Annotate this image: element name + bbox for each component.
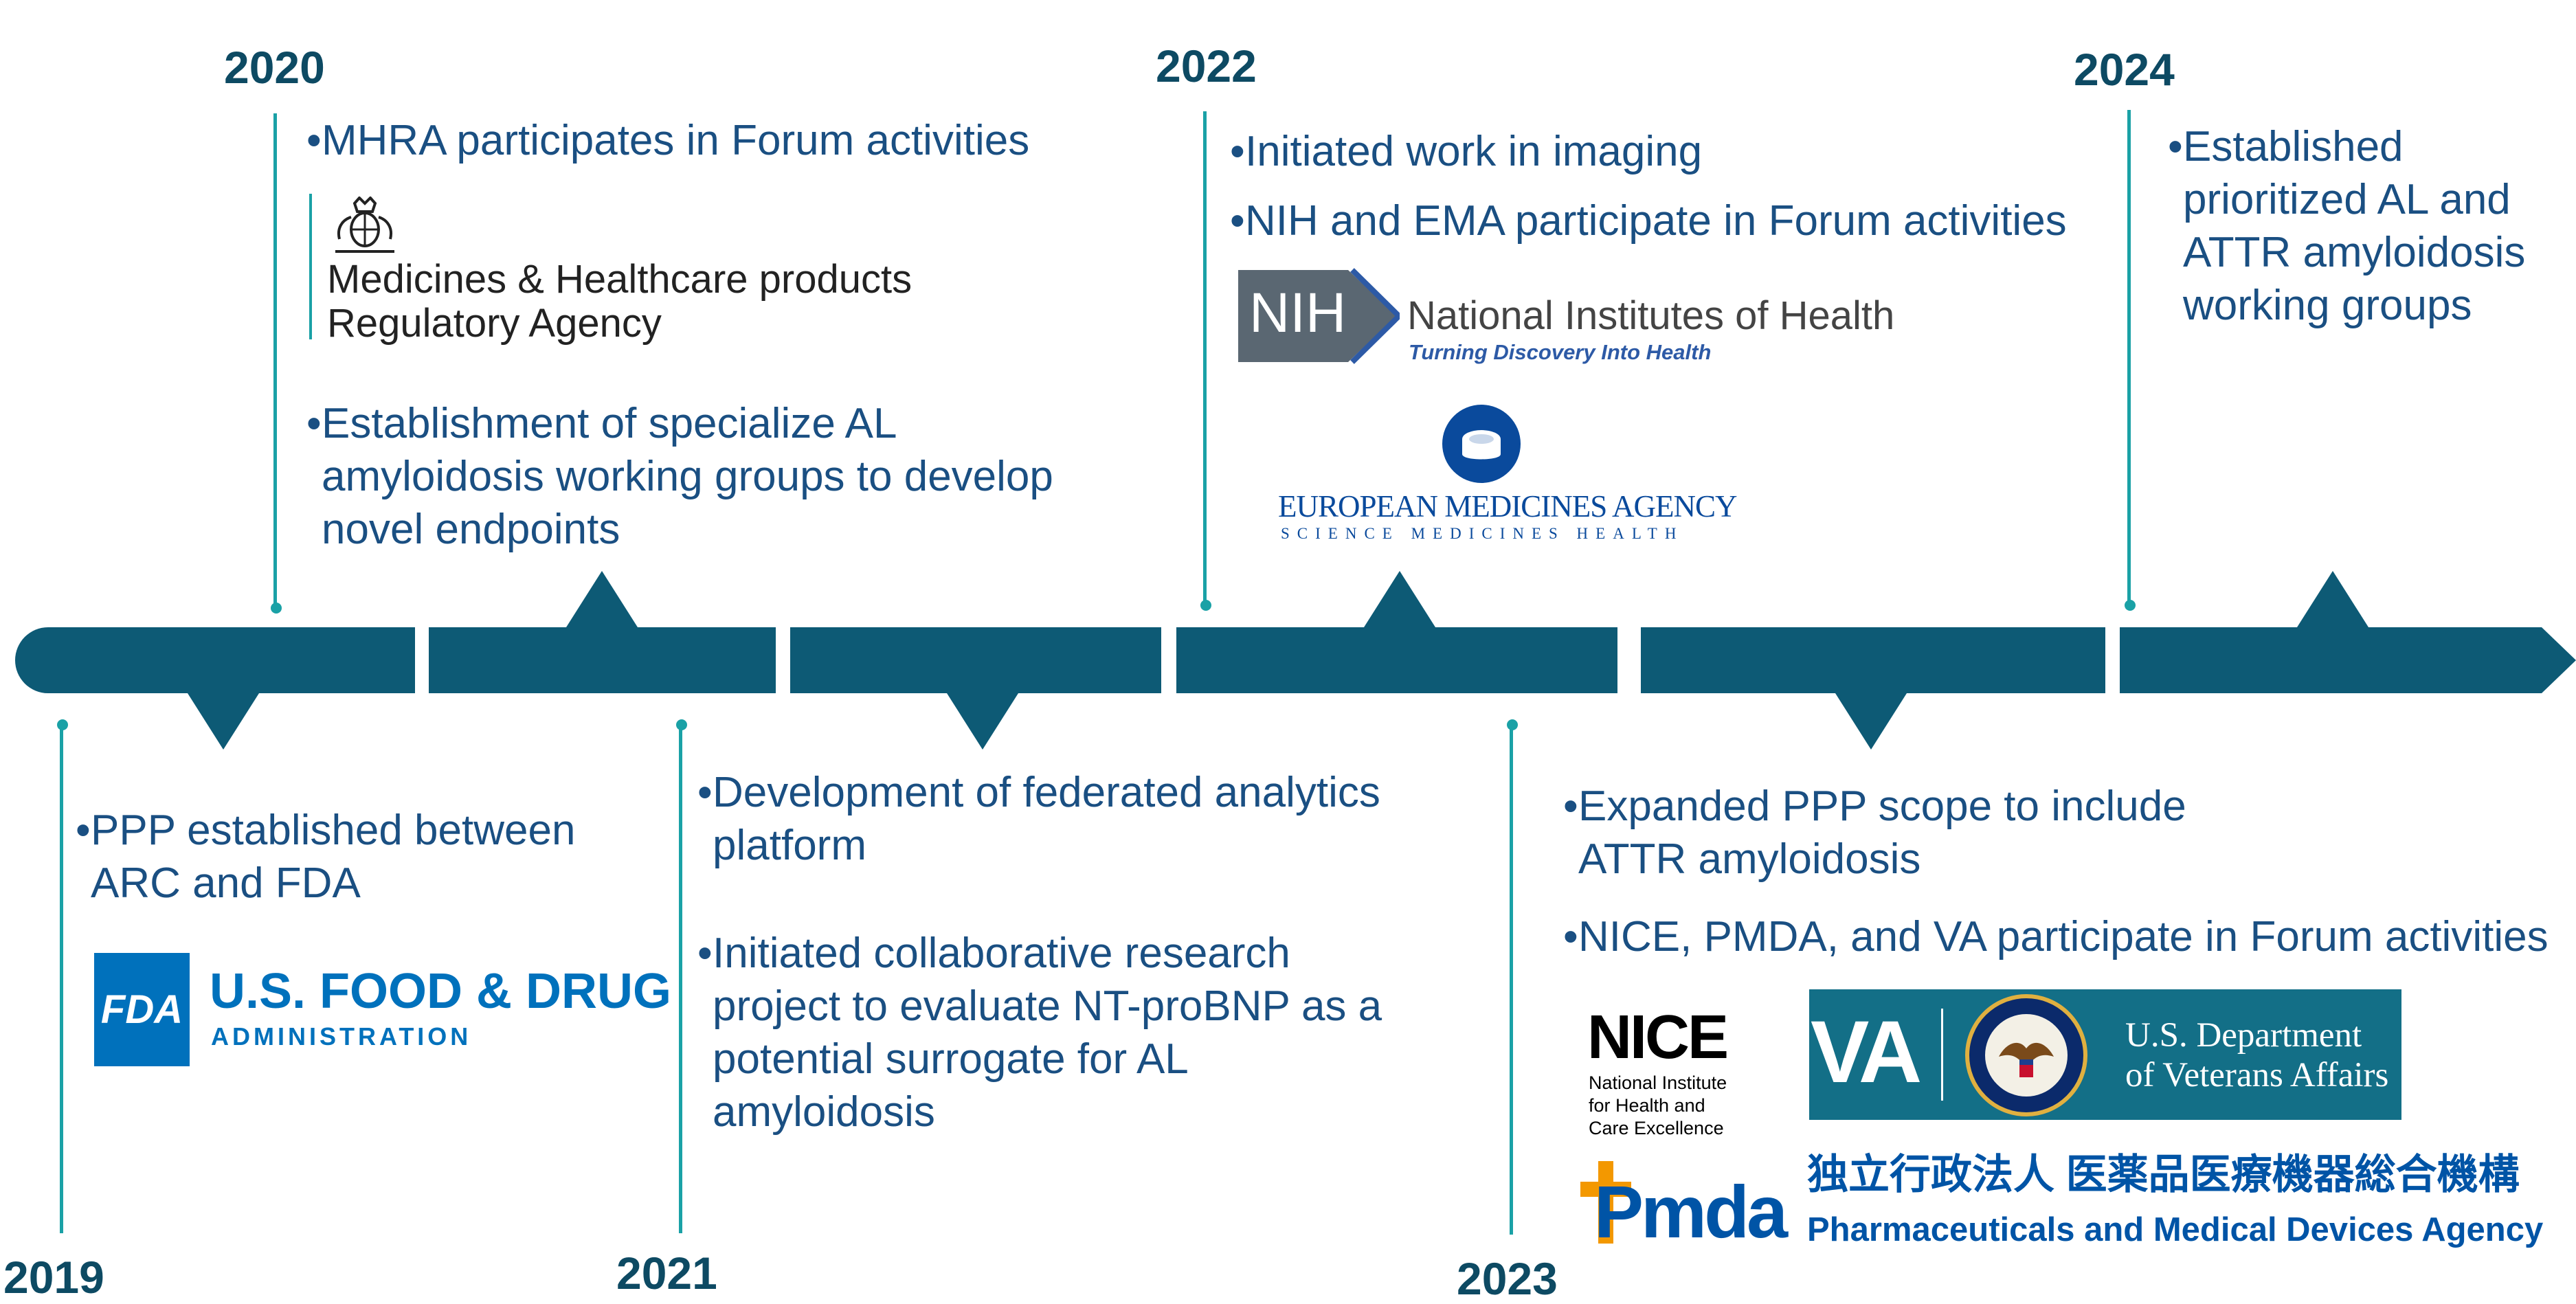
mhra-logo-line1: Medicines & Healthcare products [327,257,912,302]
nice-logo-line1: National Institute [1589,1072,1727,1093]
events-2022: •Initiated work in imaging •NIH and EMA … [1230,125,2067,247]
events-2024: •Established prioritized AL and ATTR amy… [2168,120,2525,332]
event-item: •PPP established between ARC and FDA [76,807,576,907]
nih-logo: NIH National Institutes of Health Turnin… [1238,265,1895,368]
events-2023: •Expanded PPP scope to include ATTR amyl… [1563,780,2549,963]
connector-2019 [60,725,63,1233]
timeline-marker-2022 [1364,571,1435,627]
timeline-arrowhead [2542,627,2576,693]
mhra-logo: Medicines & Healthcare products Regulato… [309,194,921,344]
va-logo-line2: of Veterans Affairs [2125,1056,2389,1094]
connector-dot-2024 [2125,600,2136,611]
ema-emblem-icon [1442,405,1521,483]
nice-logo-line2: for Health and [1589,1095,1705,1116]
timeline-segment [2120,627,2542,693]
ema-logo-line2: SCIENCE MEDICINES HEALTH [1281,525,1684,542]
event-item: •Initiated work in imaging [1230,128,1703,175]
fda-logo-mark: FDA [94,953,190,1066]
royal-crest-icon [335,196,394,253]
nice-logo-mark: NICE [1587,1003,1729,1072]
pmda-logo: Pmda 独立行政法人 医薬品医療機器総合機構 Pharmaceuticals … [1580,1154,2556,1257]
va-seal-icon [1965,994,2087,1116]
year-label-2022: 2022 [1156,41,1257,91]
nice-logo-line3: Care Excellence [1589,1118,1724,1138]
nih-logo-mark-text: NIH [1249,282,1347,344]
connector-dot-2021 [676,719,687,730]
mhra-logo-line2: Regulatory Agency [327,301,662,346]
pmda-logo-line1: 独立行政法人 医薬品医療機器総合機構 [1807,1151,2520,1198]
va-logo: VA U.S. Department of Veterans Affairs [1809,989,2401,1120]
year-label-2019: 2019 [3,1252,104,1303]
nih-logo-line1: National Institutes of Health [1407,293,1895,338]
events-2020-top: •MHRA participates in Forum activities [306,114,1029,167]
nih-logo-mark [1238,268,1400,364]
year-label-2023: 2023 [1457,1253,1558,1304]
connector-dot-2020 [271,603,282,614]
ema-logo-line1: EUROPEAN MEDICINES AGENCY [1278,489,1738,524]
fda-logo-line2: ADMINISTRATION [211,1022,472,1050]
connector-2020 [273,113,277,608]
event-item: •NIH and EMA participate in Forum activi… [1230,197,2067,245]
event-item: •Development of federated analytics plat… [697,769,1380,869]
connector-2022 [1203,111,1207,606]
timeline-marker-2023 [1835,693,1907,750]
va-logo-line1: U.S. Department [2125,1016,2362,1055]
nih-logo-line2: Turning Discovery Into Health [1409,340,1712,364]
timeline-segment [429,627,776,693]
mhra-logo-rule [309,194,312,339]
timeline-segment [15,627,415,693]
connector-2021 [679,725,682,1233]
events-2019: •PPP established between ARC and FDA [76,804,575,910]
fda-logo: FDA U.S. FOOD & DRUG ADMINISTRATION [94,953,671,1066]
event-item: •Initiated collaborative research projec… [697,930,1382,1136]
events-2020-bottom: •Establishment of specialize AL amyloido… [306,397,1053,556]
va-logo-divider [1941,1009,1943,1101]
connector-dot-2019 [57,719,68,730]
pmda-logo-line2: Pharmaceuticals and Medical Devices Agen… [1807,1211,2544,1248]
connector-dot-2022 [1200,600,1211,611]
timeline-segment [790,627,1161,693]
pmda-plus-icon [1580,1161,1631,1244]
events-2021: •Development of federated analytics plat… [697,766,1382,1138]
nice-logo: NICE National Institute for Health and C… [1587,1003,1766,1138]
connector-2023 [1510,725,1513,1235]
timeline-segment [1641,627,2105,693]
event-item: •MHRA participates in Forum activities [306,117,1030,164]
year-label-2020: 2020 [224,42,325,93]
ema-logo: EUROPEAN MEDICINES AGENCY SCIENCE MEDICI… [1278,402,1738,546]
timeline-marker-2020 [566,571,638,627]
connector-dot-2023 [1507,719,1518,730]
event-item: •NICE, PMDA, and VA participate in Forum… [1563,913,2549,960]
event-item: •Establishment of specialize AL amyloido… [306,400,1053,553]
va-logo-mark: VA [1811,1003,1922,1101]
connector-2024 [2127,110,2131,606]
fda-logo-line1: U.S. FOOD & DRUG [210,964,672,1019]
year-label-2024: 2024 [2074,44,2175,95]
pmda-logo-mark: Pmda [1594,1170,1788,1253]
timeline-segment [1176,627,1617,693]
timeline-marker-2024 [2297,571,2368,627]
event-item: •Established prioritized AL and ATTR amy… [2168,123,2526,329]
timeline-marker-2021 [947,693,1018,750]
timeline-marker-2019 [188,693,259,750]
year-label-2021: 2021 [616,1248,717,1299]
event-item: •Expanded PPP scope to include ATTR amyl… [1563,783,2186,883]
